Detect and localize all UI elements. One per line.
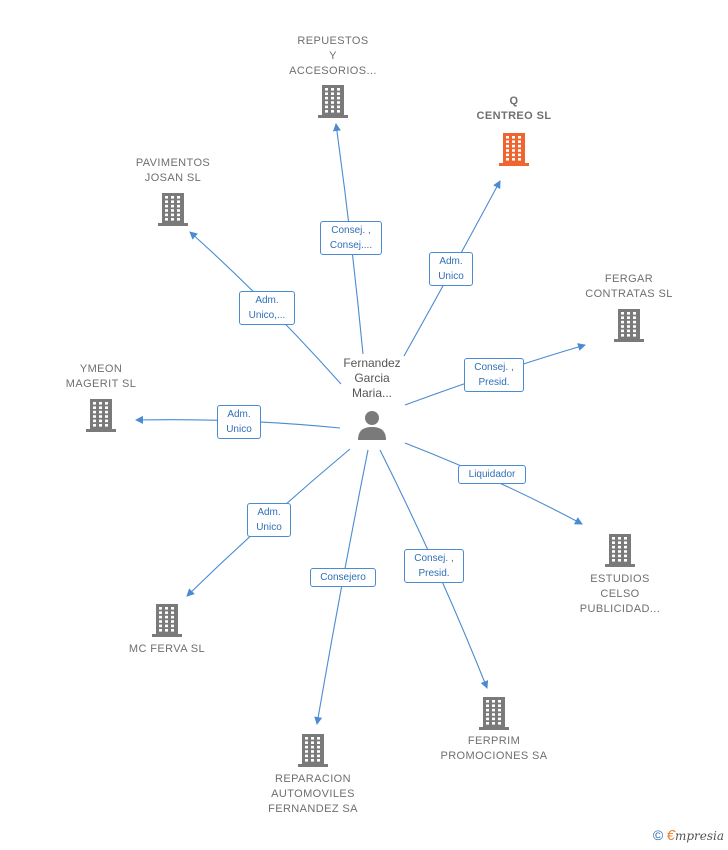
building-icon: [298, 733, 328, 772]
company-name: YMEON MAGERIT SL: [65, 363, 137, 390]
empresia-copyright: © €mpresia: [653, 827, 724, 844]
edge-label-fergar[interactable]: Consej. , Presid.: [464, 358, 524, 392]
empresia-logo-icon: €: [666, 827, 675, 844]
person-name: Fernandez Garcia Maria...: [343, 356, 401, 400]
person-icon: [358, 411, 386, 440]
building-icon: [86, 398, 116, 437]
building-icon: [152, 603, 182, 642]
building-icon: [605, 533, 635, 572]
company-name: ESTUDIOS CELSO PUBLICIDAD...: [579, 573, 661, 615]
edge-label-mc-ferva[interactable]: Adm. Unico: [247, 503, 291, 537]
company-name: Q CENTREO SL: [476, 95, 552, 122]
edge-label-ymeon[interactable]: Adm. Unico: [217, 405, 261, 439]
company-name: FERGAR CONTRATAS SL: [585, 273, 673, 300]
building-icon: [614, 308, 644, 347]
company-name: MC FERVA SL: [128, 643, 206, 655]
edge-label-repuestos[interactable]: Consej. , Consej....: [320, 221, 382, 255]
edge-label-reparacion[interactable]: Consejero: [310, 568, 376, 587]
edge-label-q-centreo[interactable]: Adm. Unico: [429, 252, 473, 286]
company-name: FERPRIM PROMOCIONES SA: [440, 735, 548, 762]
building-icon: [479, 696, 509, 735]
company-name: PAVIMENTOS JOSAN SL: [135, 157, 211, 184]
copyright-icon: ©: [652, 827, 664, 843]
edge-label-estudios[interactable]: Liquidador: [458, 465, 526, 484]
building-icon: [499, 132, 529, 171]
edge-label-ferprim[interactable]: Consej. , Presid.: [404, 549, 464, 583]
edge-label-pavimentos[interactable]: Adm. Unico,...: [239, 291, 295, 325]
brand-name: mpresia: [674, 829, 724, 843]
center-person-node[interactable]: Fernandez Garcia Maria...: [322, 356, 422, 441]
company-name: REPARACION AUTOMOVILES FERNANDEZ SA: [268, 773, 358, 815]
building-icon: [318, 84, 348, 123]
company-name: REPUESTOS Y ACCESORIOS...: [289, 35, 377, 77]
edge-reparacion: [314, 449, 369, 725]
building-icon: [158, 192, 188, 231]
